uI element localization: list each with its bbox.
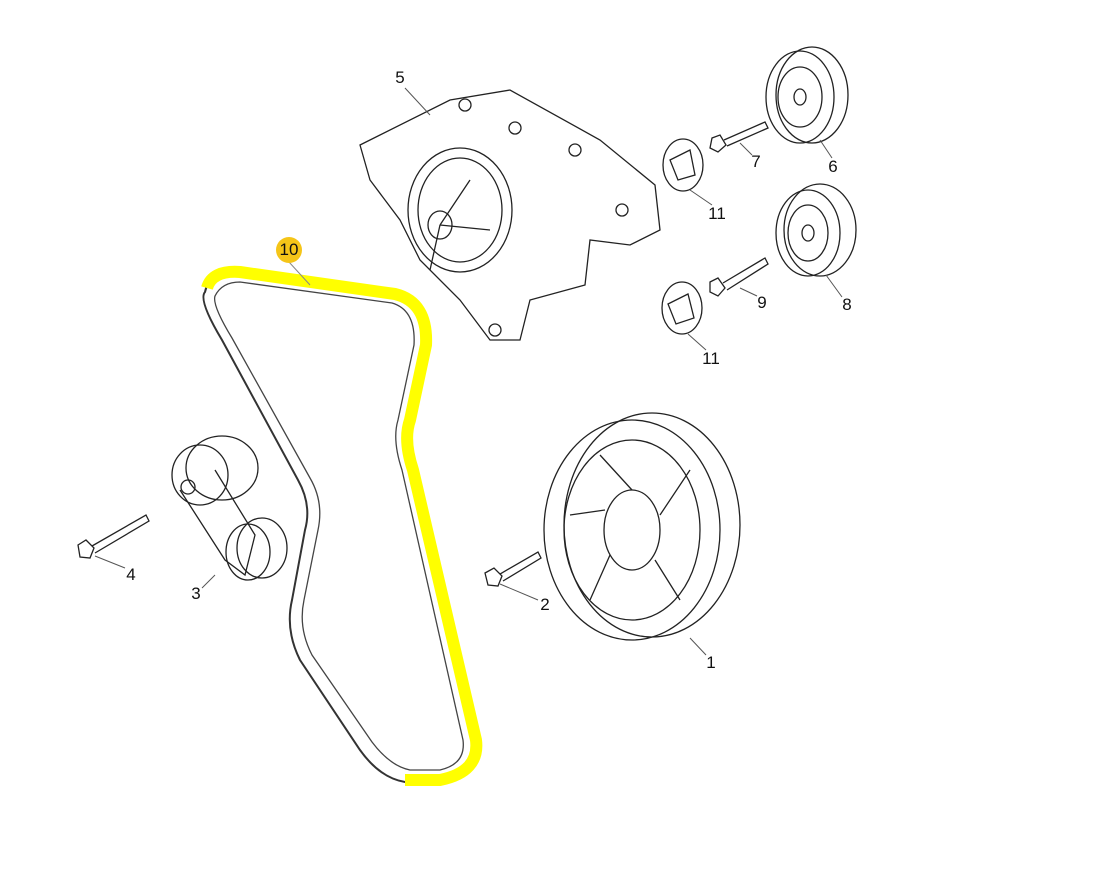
dust-cap-upper[interactable] [662,138,704,192]
callout-9: 9 [757,293,767,312]
callout-7: 7 [751,152,761,171]
idler-pulley-upper[interactable] [765,46,849,144]
idler-bolt-upper[interactable] [709,121,769,153]
callout-8: 8 [842,295,852,314]
callout-6: 6 [828,157,838,176]
drive-belt[interactable] [201,265,483,786]
dust-cap-lower[interactable] [661,281,703,335]
callout-2: 2 [540,595,550,614]
callout-4: 4 [126,565,136,584]
callout-3: 3 [191,584,201,603]
callout-11-upper: 11 [708,204,726,223]
callout-5: 5 [395,68,405,87]
callout-11-lower: 11 [702,349,720,368]
pulley-bolt[interactable] [484,551,542,587]
tensioner-bolt[interactable] [77,514,150,559]
idler-pulley-lower[interactable] [775,183,857,277]
water-pump[interactable] [359,89,661,341]
callout-1: 1 [706,653,716,672]
belt-tensioner[interactable] [171,435,288,581]
idler-bolt-lower[interactable] [709,257,769,297]
callout-10-badge[interactable]: 10 [276,237,302,263]
crankshaft-pulley[interactable] [543,412,741,641]
